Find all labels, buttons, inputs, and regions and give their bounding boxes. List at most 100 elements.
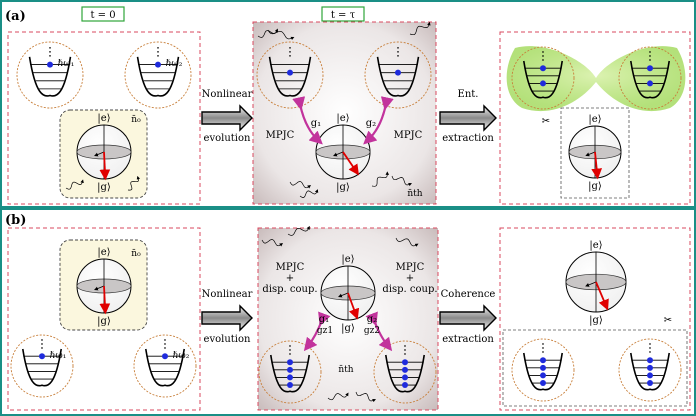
a-left-bloch-ket-g: |g⟩ xyxy=(97,182,111,193)
b-left-bloch-ket-g: |g⟩ xyxy=(97,316,111,327)
a-right-well-1-curve xyxy=(522,60,564,99)
b-left-well-1-curve xyxy=(21,348,63,387)
a-left-well-1-vdot-0 xyxy=(49,55,51,57)
b-right-well-2-dot-2 xyxy=(647,364,653,371)
b-right-bloch-state-arrow xyxy=(595,281,609,311)
b-right-bloch-xaxis xyxy=(585,281,597,287)
b-right-line-2: + xyxy=(406,273,414,284)
b-right-well-2-dot-1 xyxy=(647,372,653,379)
a-g2-coupling xyxy=(363,96,394,145)
b-left-well-2-curve xyxy=(144,348,186,387)
b-left-well-2 xyxy=(133,334,197,398)
b-g2-label: g₂ xyxy=(367,314,377,325)
b-nth: n̄th xyxy=(338,365,353,375)
b-right-well-1-dot-1 xyxy=(540,372,546,379)
b-mid-well-2-dot-0 xyxy=(402,382,408,389)
a-mid-bloch-xaxis xyxy=(333,151,344,157)
b-gz1-label: gz1 xyxy=(317,326,333,336)
a-omega1: ℏω₁ xyxy=(58,59,75,69)
a-right-well-1-vdot-0 xyxy=(542,59,544,61)
b-mid-well-2-dot-1 xyxy=(402,374,408,381)
b-left-box xyxy=(7,227,201,411)
a-left-bloch-ket-e: |e⟩ xyxy=(97,113,110,124)
panel-b-frame xyxy=(0,208,696,416)
b-mid-well-1-curve xyxy=(269,354,311,393)
a-right-well-1-vdot-2 xyxy=(542,51,544,53)
b-left-bloch-state-arrow xyxy=(99,285,111,315)
b-left-line-1: MPJC xyxy=(276,262,305,273)
panel-b-label: (b) xyxy=(5,213,26,228)
b-right-well-1-dot-3 xyxy=(540,357,546,364)
b-scissors-icon: ✂ xyxy=(664,315,672,326)
a-mid-well-2-vdot-2 xyxy=(397,47,399,49)
a-left-well-1-dot-3 xyxy=(47,61,53,68)
b-wiggle-m3 xyxy=(395,237,419,247)
a-mid-bloch-ket-e: |e⟩ xyxy=(336,113,349,124)
b-mid-well-2-vdot-0 xyxy=(404,353,406,355)
b-left-well-1 xyxy=(10,334,74,398)
a-arrow1-top: Nonlinear xyxy=(202,89,253,100)
a-arrow-2-shape xyxy=(439,104,497,132)
a-t0-label: t = 0 xyxy=(90,10,115,21)
b-left-well-1-vdot-0 xyxy=(41,347,43,349)
b-mid-well-1 xyxy=(258,340,322,404)
a-mpjc-left: MPJC xyxy=(266,130,295,141)
b-left-bloch-ket-e: |e⟩ xyxy=(97,247,110,258)
b-arrow1-bottom: evolution xyxy=(204,334,251,345)
b-mid-bloch-ket-e: |e⟩ xyxy=(341,254,354,265)
b-mid-well-1-vdot-1 xyxy=(289,349,291,351)
a-g1-coupling xyxy=(292,96,323,145)
b-mid-well-2-vdot-1 xyxy=(404,349,406,351)
b-left-bloch: |e⟩ |g⟩ xyxy=(76,247,132,327)
a-right-bloch-xaxis xyxy=(585,151,596,157)
a-right-well-2-vdot-1 xyxy=(649,55,651,57)
b-right-line-3: disp. coup. xyxy=(382,284,437,295)
a-arrow2-top: Ent. xyxy=(458,89,479,100)
b-mid-well-2-dot-2 xyxy=(402,366,408,373)
a-mid-bloch: |e⟩|g⟩ xyxy=(315,113,371,193)
a-arrow1-bottom: evolution xyxy=(204,133,251,144)
a-mid-well-1-ring xyxy=(256,41,324,109)
b-mid-well-2-curve xyxy=(384,354,426,393)
a-right-bloch: |e⟩|g⟩ xyxy=(568,114,622,192)
a-right-well-2 xyxy=(618,46,682,110)
b-left-well-1-ring xyxy=(10,334,74,398)
b-mid-well-2-dot-3 xyxy=(402,359,408,366)
a-arrow2-bottom: extraction xyxy=(442,133,494,144)
b-left-bloch-xaxis xyxy=(94,285,105,291)
a-right-well-1-dot-3 xyxy=(540,65,546,72)
b-right-well-1 xyxy=(511,338,575,402)
a-right-well-2-curve xyxy=(629,60,671,99)
a-left-well-1-ring xyxy=(16,41,84,109)
b-gz2-label: gz2 xyxy=(364,326,380,336)
a-left-well-1-vdot-1 xyxy=(49,51,51,53)
a-left-well-2-ring xyxy=(124,41,192,109)
a-left-well-1 xyxy=(16,41,84,109)
a-mid-well-1-vdot-1 xyxy=(289,51,291,53)
a-mid-well-2-curve xyxy=(376,56,420,97)
b-arrow-1-shape xyxy=(201,304,253,332)
a-wiggle-m4 xyxy=(289,181,312,189)
a-right-box xyxy=(499,31,691,205)
b-mid-bloch-ket-g: |g⟩ xyxy=(341,323,355,334)
b-right-well-1-vdot-1 xyxy=(542,347,544,349)
a-left-bloch: |e⟩ |g⟩ xyxy=(76,113,132,193)
a-right-well-1-vdot-1 xyxy=(542,55,544,57)
a-nth: n̄th xyxy=(407,189,422,199)
a-n0: n̄₀ xyxy=(131,115,141,125)
a-mid-well-2-ring xyxy=(364,41,432,109)
b-left-well-2-vdot-2 xyxy=(164,339,166,341)
a-right-well-2-dot-1 xyxy=(647,80,653,87)
a-wiggle-l1 xyxy=(65,179,84,190)
b-arrow2-top: Coherence xyxy=(441,289,496,300)
a-wiggle-m7 xyxy=(391,175,412,187)
b-g1-label: g₁ xyxy=(319,314,329,325)
b-mid-well-1-dot-1 xyxy=(287,374,293,381)
a-entanglement-glow xyxy=(506,46,686,112)
b-arrow-2 xyxy=(439,304,497,332)
b-g2-coupling xyxy=(365,311,393,352)
b-right-bloch: |e⟩|g⟩ xyxy=(565,240,627,326)
b-mid-bloch: |e⟩ |g⟩ xyxy=(320,254,376,334)
